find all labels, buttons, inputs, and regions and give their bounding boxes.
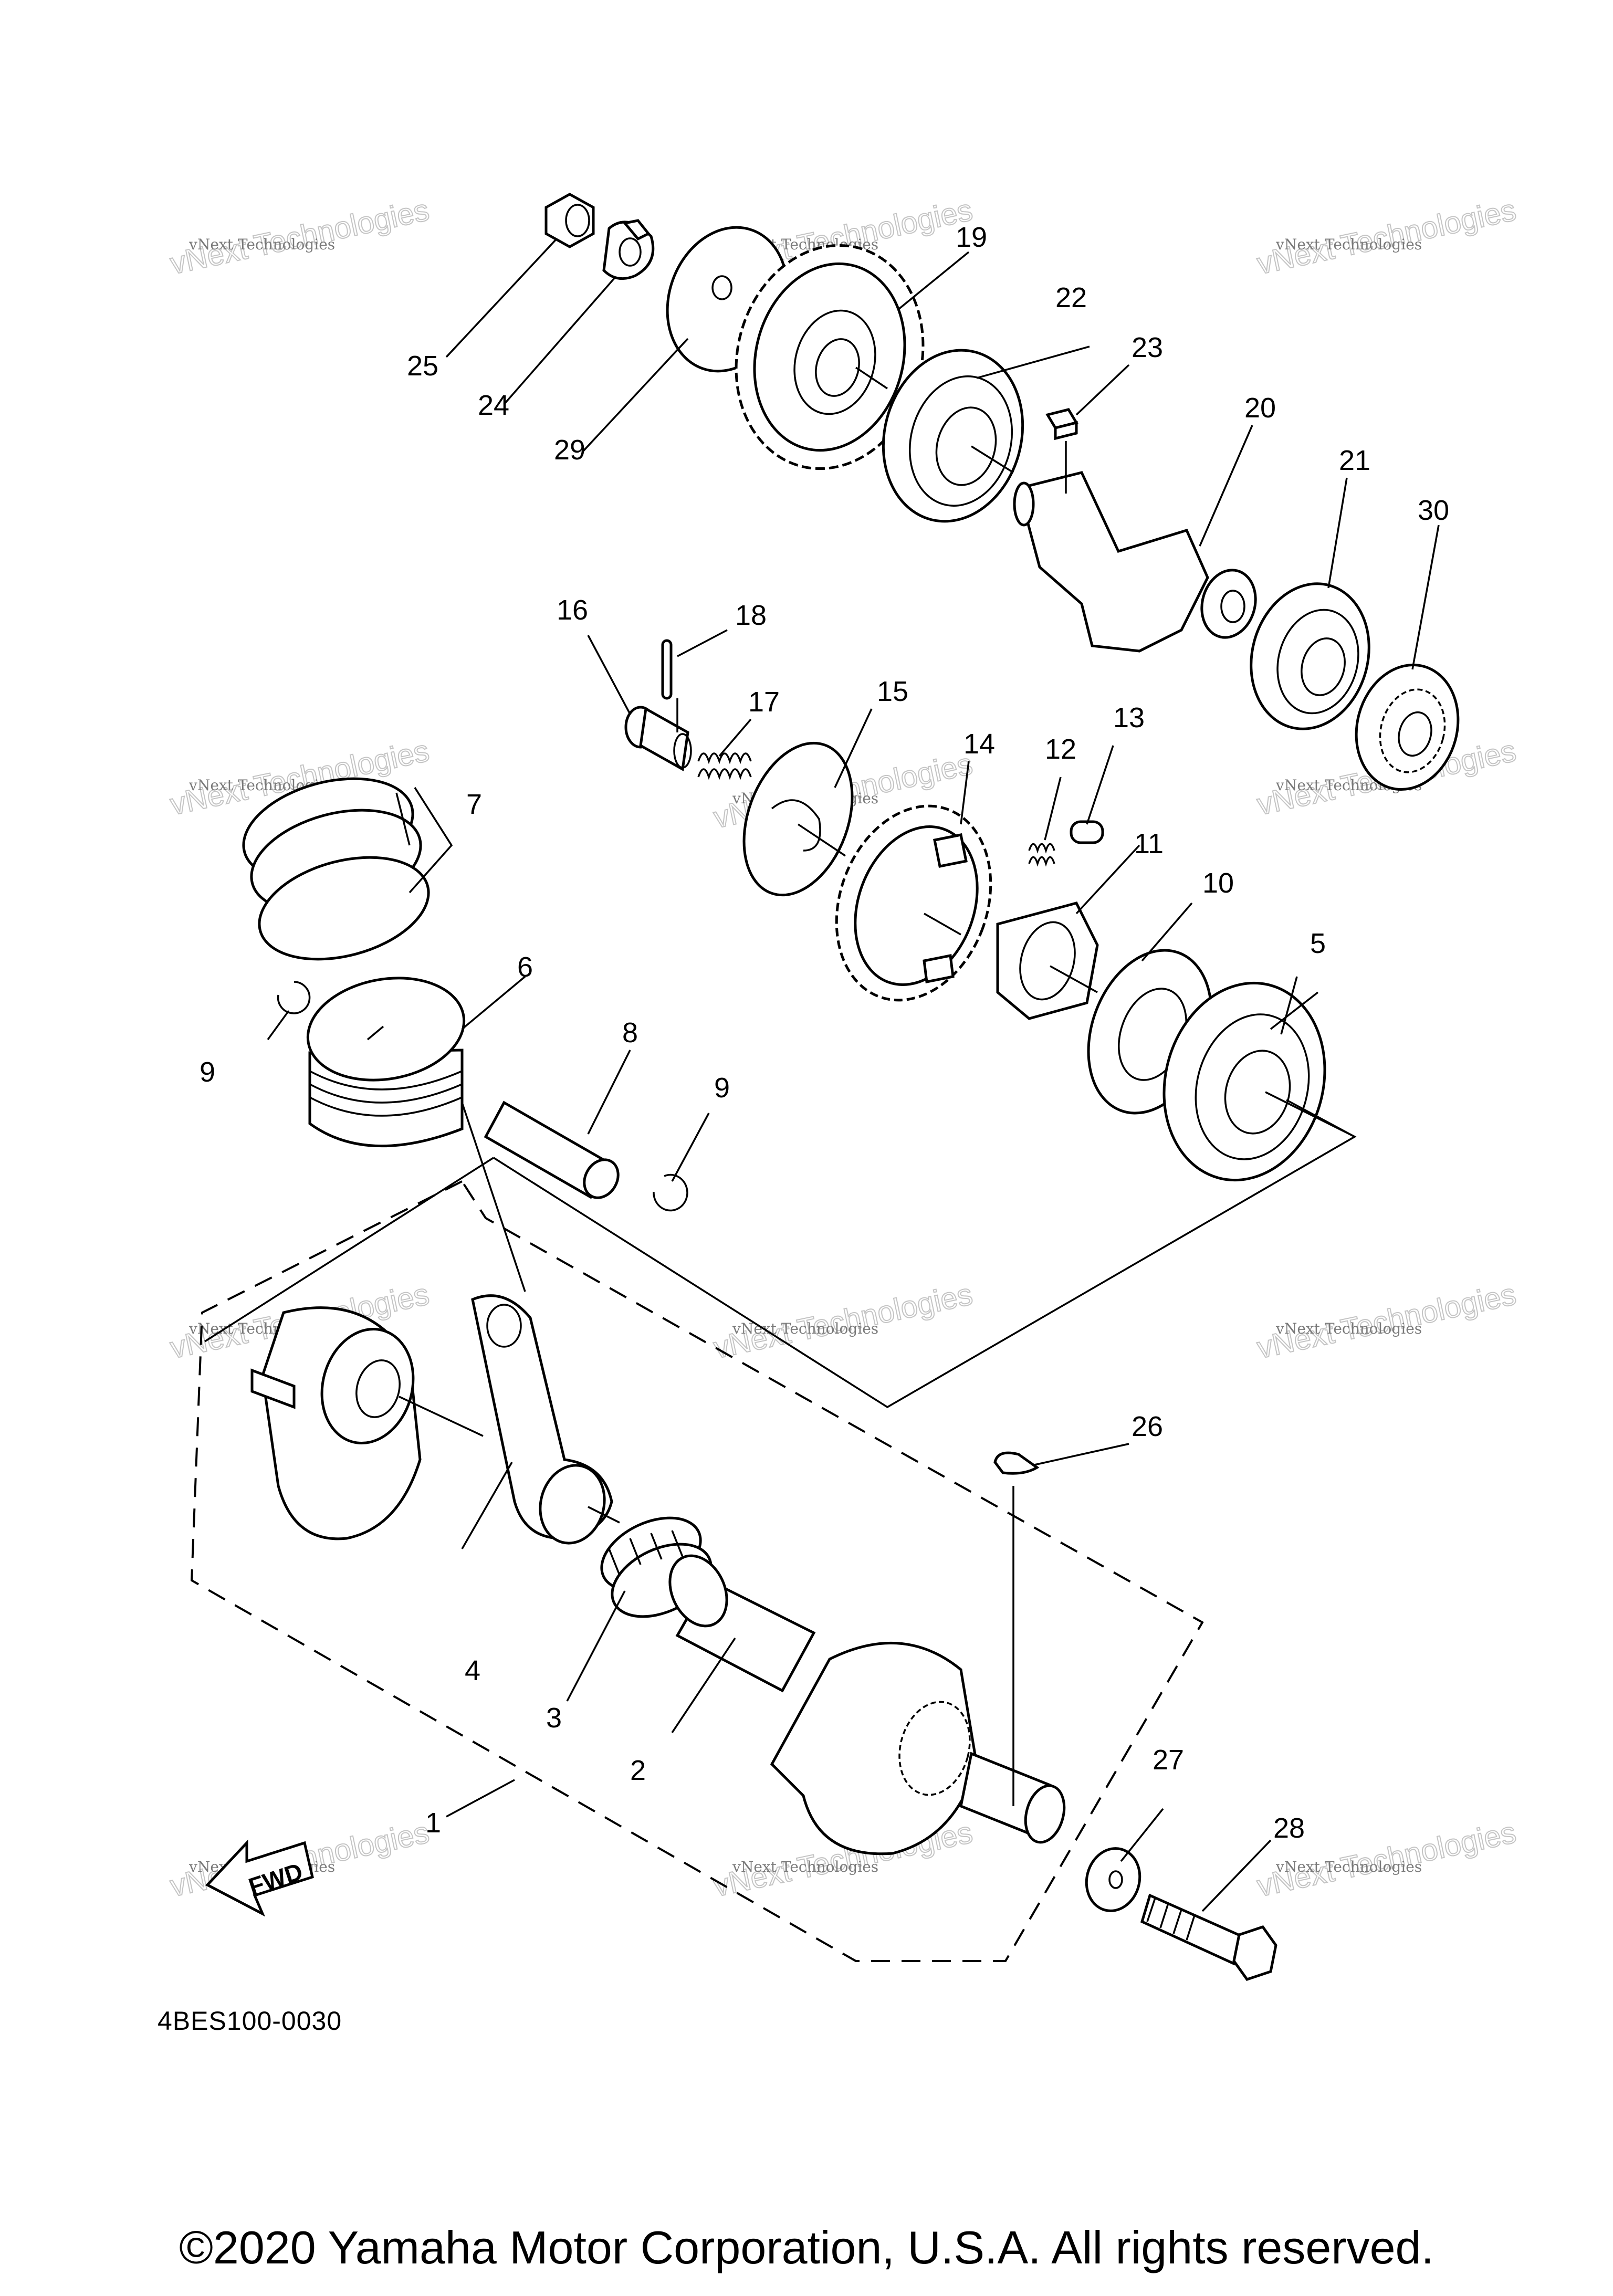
watermark-small: vNext Technologies bbox=[188, 236, 335, 253]
part-24-lock-washer bbox=[602, 219, 655, 280]
part-22-bearing bbox=[882, 349, 1024, 523]
callout-24: 24 bbox=[478, 390, 509, 421]
callout-10: 10 bbox=[1202, 867, 1234, 899]
part-20-balancer-shaft bbox=[1013, 471, 1257, 653]
part-30-oil-seal bbox=[1355, 664, 1460, 791]
callout-1: 1 bbox=[425, 1807, 441, 1839]
callout-15: 15 bbox=[877, 676, 908, 707]
watermark-1: vNext Technologies vNext Technologies bbox=[166, 192, 432, 281]
part-9-circlip-left bbox=[277, 981, 311, 1014]
watermark-small: vNext Technologies bbox=[1275, 236, 1422, 253]
part-11-hub bbox=[996, 901, 1099, 1020]
assembly-boundary-line bbox=[204, 1099, 1357, 1409]
part-1-crankshaft-assembly-left bbox=[250, 1306, 422, 1540]
callout-3: 3 bbox=[546, 1702, 562, 1734]
callout-2: 2 bbox=[630, 1755, 646, 1786]
callout-12: 12 bbox=[1045, 733, 1076, 765]
part-25-nut bbox=[544, 193, 595, 248]
part-28-bolt bbox=[1140, 1893, 1277, 1981]
part-9-circlip-right bbox=[653, 1173, 688, 1212]
callout-7: 7 bbox=[466, 789, 482, 820]
callout-18: 18 bbox=[735, 600, 767, 631]
centerlines bbox=[399, 366, 1355, 1806]
part-23-key bbox=[1045, 408, 1078, 441]
watermark-small: vNext Technologies bbox=[732, 1858, 878, 1875]
part-16-pivot bbox=[624, 706, 692, 771]
watermark-small: vNext Technologies bbox=[732, 1320, 878, 1337]
callout-30: 30 bbox=[1418, 495, 1449, 526]
callout-9-left: 9 bbox=[200, 1056, 215, 1088]
callout-26: 26 bbox=[1132, 1411, 1163, 1442]
callout-17: 17 bbox=[748, 686, 780, 718]
diagram-code: 4BES100-0030 bbox=[158, 2006, 342, 2036]
callout-9-right: 9 bbox=[714, 1072, 730, 1104]
callout-14: 14 bbox=[963, 728, 995, 760]
callout-28: 28 bbox=[1273, 1812, 1305, 1844]
watermark-3: vNext Technologies vNext Technologies bbox=[1253, 192, 1519, 281]
callout-8: 8 bbox=[622, 1017, 638, 1049]
watermark-9: vNext Technologies vNext Technologies bbox=[1253, 1276, 1519, 1366]
callout-20: 20 bbox=[1244, 392, 1276, 424]
part-19-balancer-gear bbox=[735, 244, 925, 470]
part-4-connecting-rod bbox=[471, 1294, 613, 1545]
part-21-bearing bbox=[1250, 582, 1370, 730]
callout-13: 13 bbox=[1113, 702, 1145, 733]
watermark-small: vNext Technologies bbox=[1275, 1320, 1422, 1337]
callout-4: 4 bbox=[465, 1655, 480, 1686]
watermark-small: vNext Technologies bbox=[1275, 1858, 1422, 1875]
crankshaft-assembly-outline bbox=[190, 1180, 1204, 1962]
part-17-spring bbox=[697, 752, 752, 780]
part-15-plate bbox=[742, 741, 854, 897]
callout-21: 21 bbox=[1339, 445, 1370, 476]
part-18-pin bbox=[661, 639, 673, 700]
callout-23: 23 bbox=[1132, 332, 1163, 363]
callout-leaders bbox=[267, 238, 1440, 1912]
part-8-piston-pin bbox=[484, 1100, 620, 1199]
callout-16: 16 bbox=[557, 594, 588, 626]
part-26-woodruff-key bbox=[993, 1451, 1040, 1475]
part-14-gear bbox=[835, 804, 992, 1002]
part-13-plunger bbox=[1070, 820, 1104, 844]
part-1-crankshaft-assembly-right bbox=[770, 1641, 1066, 1855]
part-12-spring bbox=[1028, 843, 1055, 867]
part-27-washer bbox=[1085, 1847, 1141, 1912]
callout-27: 27 bbox=[1153, 1744, 1184, 1776]
callout-6: 6 bbox=[517, 951, 533, 983]
part-2-crankpin bbox=[668, 1554, 816, 1693]
callout-11: 11 bbox=[1134, 828, 1164, 859]
part-7-piston-rings bbox=[242, 777, 430, 961]
callout-5: 5 bbox=[1310, 928, 1326, 959]
callout-22: 22 bbox=[1055, 282, 1087, 313]
copyright-notice: ©2020 Yamaha Motor Corporation, U.S.A. A… bbox=[179, 2221, 1434, 2273]
callout-29: 29 bbox=[554, 434, 585, 466]
part-6-piston bbox=[306, 977, 466, 1148]
callout-numbers: 1 2 3 4 5 6 7 8 9 9 10 11 12 13 14 15 16… bbox=[200, 222, 1449, 1844]
part-5-bearing bbox=[1162, 981, 1326, 1182]
callout-25: 25 bbox=[407, 350, 438, 382]
callout-19: 19 bbox=[956, 222, 987, 253]
